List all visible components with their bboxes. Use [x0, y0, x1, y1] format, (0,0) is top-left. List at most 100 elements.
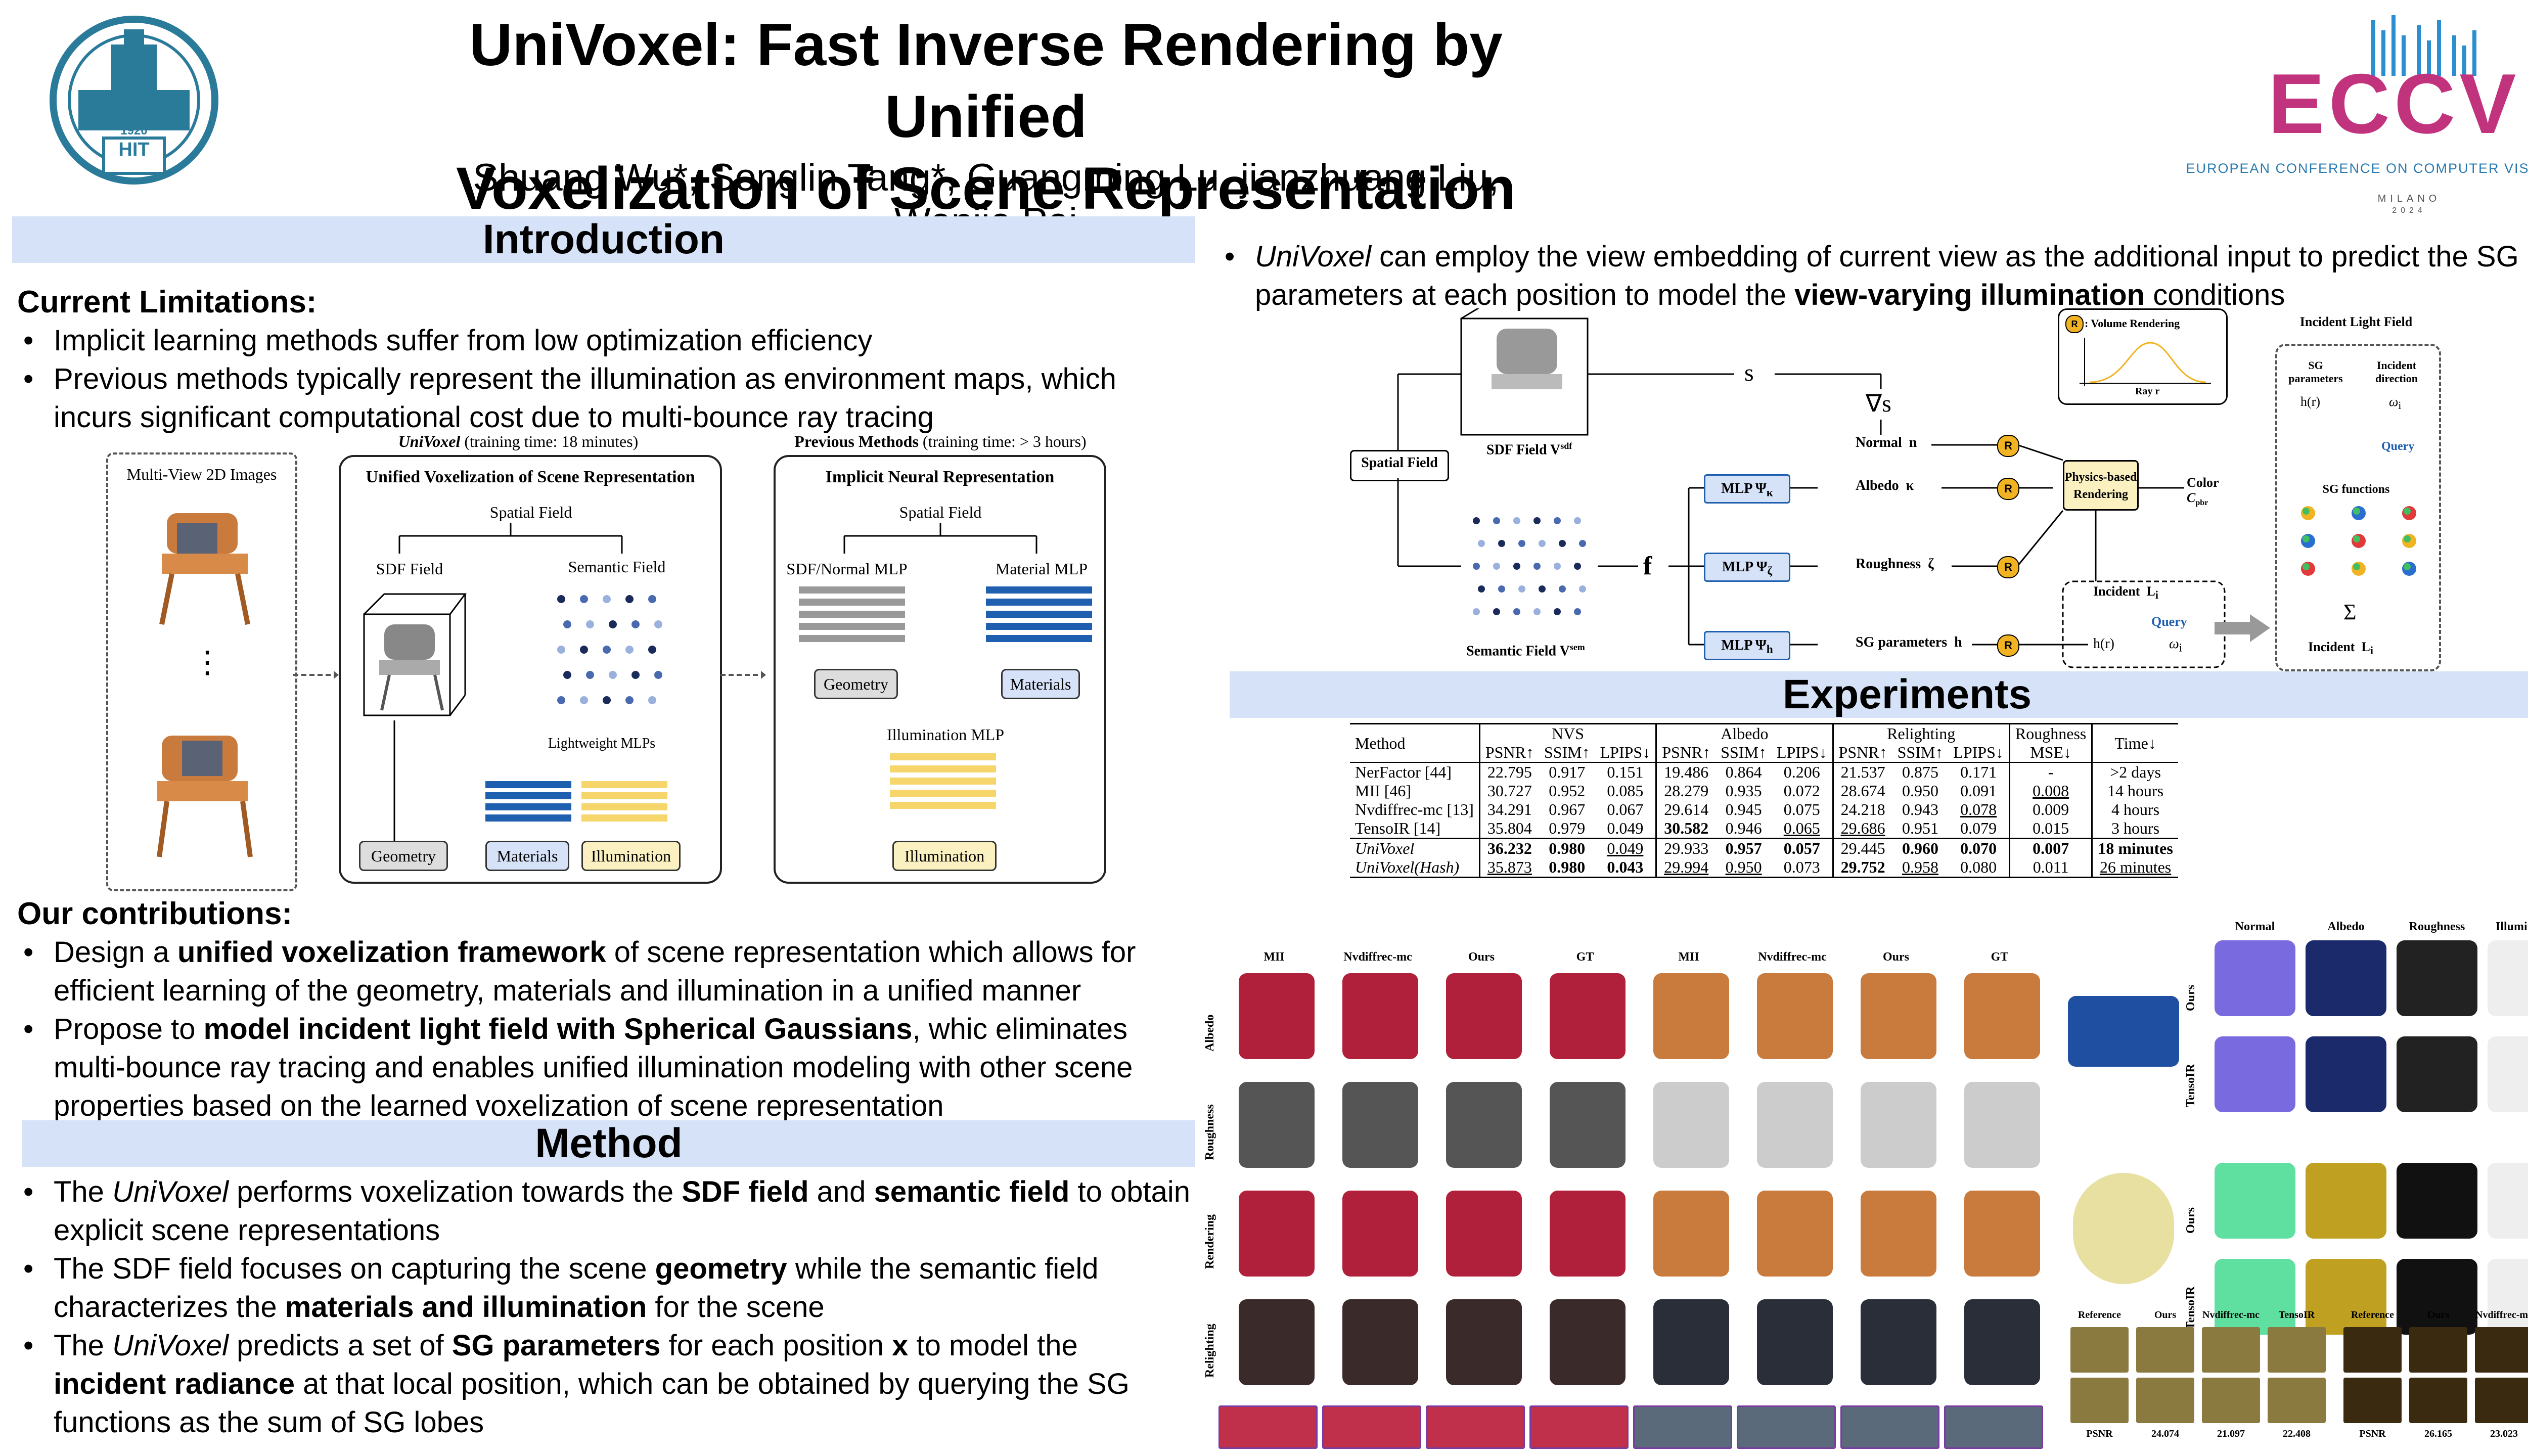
- qual-col-head: Nvdiffrec-mc: [1343, 950, 1412, 964]
- table-cell: 24.218: [1832, 800, 1892, 819]
- ilf-title: Incident Light Field: [2299, 314, 2413, 329]
- compare-thumbnail: [2409, 1378, 2467, 1423]
- table-cell: 0.980: [1549, 839, 1586, 857]
- compare-thumbnail: [2475, 1327, 2528, 1373]
- title-line-1: UniVoxel: Fast Inverse Rendering by Unif…: [469, 12, 1503, 150]
- compare-thumbnail: [2070, 1378, 2129, 1423]
- balloon-thumbnail: [1342, 973, 1418, 1059]
- query-label: Query: [2151, 614, 2187, 629]
- results-table-wrap: Method NVS Albedo Relighting Roughness T…: [1350, 723, 2437, 878]
- compare-score: PSNR: [2359, 1428, 2386, 1439]
- prev-caption: Previous Methods (training time: > 3 hou…: [763, 432, 1117, 451]
- pipeline-figure: Spatial Field SDF Field Vsd: [1345, 308, 2528, 672]
- table-cell: 30.582: [1655, 819, 1716, 839]
- compare-score: 24.074: [2151, 1428, 2179, 1439]
- table-cell: 0.073: [1783, 858, 1820, 876]
- lightweight-mlps-label: Lightweight MLPs: [548, 736, 656, 751]
- f-symbol: f: [1643, 552, 1652, 580]
- eccv-logo-text: ECCV: [2268, 56, 2520, 151]
- univoxel-caption-time: (training time: 18 minutes): [460, 432, 639, 450]
- balloon-thumbnail: [1239, 1299, 1315, 1385]
- limitation-item: Implicit learning methods suffer from lo…: [17, 322, 1195, 360]
- compare-thumbnail: [2070, 1327, 2129, 1373]
- table-cell: NerFactor [44]: [1355, 763, 1452, 781]
- r-circle: R: [2065, 315, 2084, 333]
- table-cell: 0.091: [1960, 782, 1997, 800]
- balloon-thumbnail: [1239, 1082, 1315, 1168]
- implicit-title: Implicit Neural Representation: [825, 468, 1055, 486]
- table-cell: 29.994: [1655, 858, 1716, 878]
- th-relighting: Relighting: [1832, 723, 2010, 743]
- table-cell: 0.067: [1607, 800, 1644, 818]
- balloon-thumbnail: [1239, 973, 1315, 1059]
- balloon-thumbnail: [1446, 1299, 1522, 1385]
- sdf-field-text: SDF Field Vsdf: [1486, 441, 1572, 458]
- method-block: The UniVoxel performs voxelization towar…: [17, 1173, 1195, 1442]
- table-cell: 0.043: [1607, 858, 1644, 876]
- semantic-grid: [546, 584, 678, 725]
- chair-thumbnail: [1964, 973, 2040, 1059]
- crop-thumbnail: [1529, 1405, 1629, 1449]
- material-thumbnail: [2215, 1259, 2295, 1335]
- table-cell: 0.864: [1725, 763, 1762, 781]
- compare-col-head: Reference: [2351, 1309, 2395, 1321]
- balloon-thumbnail: [1342, 1082, 1418, 1168]
- incident-light-field-box: [2275, 344, 2441, 671]
- poster-title: UniVoxel: Fast Inverse Rendering by Unif…: [455, 9, 1517, 224]
- chair-thumbnail: [1861, 1082, 1936, 1168]
- hit-logo: [48, 14, 220, 186]
- chair-thumbnail: [1757, 973, 1833, 1059]
- mlp-kappa: MLP Ψκ: [1704, 474, 1790, 504]
- eccv-logo: [2245, 10, 2528, 162]
- material-thumbnail: [2215, 1163, 2295, 1239]
- table-cell: 21.537: [1832, 762, 1892, 782]
- table-subheader: PSNR↑: [1478, 743, 1539, 762]
- chair-thumbnail: [1757, 1191, 1833, 1277]
- incident-direction-head: Incident direction: [2375, 359, 2418, 385]
- table-subheader: PSNR↑: [1832, 743, 1892, 762]
- table-cell: 0.072: [1783, 782, 1820, 800]
- table-cell: 36.232: [1478, 838, 1539, 858]
- illumination-box-2: Illumination: [892, 841, 997, 871]
- ilf-query: Query: [2381, 440, 2415, 453]
- compare-col-head: Nvdiffrec-mc: [2475, 1309, 2528, 1321]
- table-cell: 0.206: [1783, 763, 1820, 781]
- s-symbol: s: [1744, 359, 1754, 386]
- compare-col-head: Ours: [2154, 1309, 2177, 1321]
- qual-col-head: Ours: [1882, 950, 1909, 964]
- illumination-thumbnail: [2488, 1036, 2528, 1112]
- compare-score: 23.023: [2490, 1428, 2518, 1439]
- table-cell: 0.070: [1960, 839, 1997, 857]
- table-cell: 19.486: [1655, 762, 1716, 782]
- ilf-omega: ωi: [2389, 394, 2402, 412]
- table-cell: 29.614: [1655, 800, 1716, 819]
- spatial-field-label: Spatial Field: [489, 503, 572, 521]
- qual-right-row-head: Ours: [2184, 1207, 2197, 1234]
- table-cell: 0.171: [1960, 763, 1997, 781]
- compare-col-head: Ours: [2427, 1309, 2450, 1321]
- table-cell: 0.979: [1549, 819, 1586, 837]
- material-thumbnail: [2215, 940, 2295, 1016]
- balloon-thumbnail: [1342, 1299, 1418, 1385]
- limitations-block: Current Limitations: Implicit learning m…: [17, 283, 1195, 437]
- th-method: Method: [1355, 734, 1406, 752]
- table-cell: 35.873: [1478, 858, 1539, 878]
- semantic-field-label: Semantic Field: [568, 558, 666, 576]
- sg-parameters-head: SG parameters: [2288, 359, 2343, 385]
- chair-thumbnail: [1757, 1082, 1833, 1168]
- qual-right-col-head: Roughness: [2409, 920, 2465, 933]
- helmet-image: [2073, 1173, 2174, 1284]
- qual-row-head: Relighting: [1203, 1324, 1216, 1378]
- grad-s-symbol: ∇s: [1866, 390, 1891, 417]
- sg-lobes: [2295, 503, 2427, 579]
- table-subheader: SSIM↑: [1544, 743, 1590, 761]
- table-cell: 30.727: [1478, 782, 1539, 800]
- r-circle: R: [1997, 478, 2019, 500]
- crop-thumbnail: [1840, 1405, 1939, 1449]
- table-cell: 0.049: [1607, 819, 1644, 837]
- compare-thumbnail: [2202, 1327, 2260, 1373]
- table-cell: Nvdiffrec-mc [13]: [1355, 800, 1474, 818]
- table-cell: 0.960: [1902, 839, 1938, 857]
